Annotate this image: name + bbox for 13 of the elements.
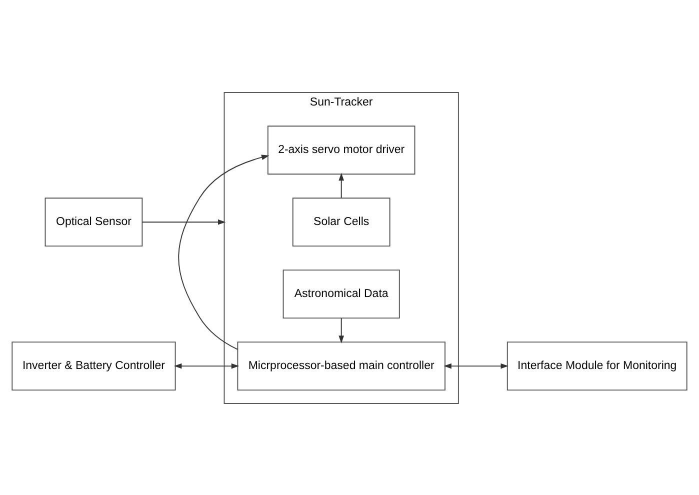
arrow: [338, 172, 344, 198]
arrow: [142, 218, 226, 224]
node-box: Optical Sensor: [44, 197, 143, 246]
arrow: [338, 317, 344, 343]
node-box: Interface Module for Monitoring: [506, 341, 688, 390]
node-box: 2-axis servo motor driver: [267, 125, 416, 174]
node-box: Astronomical Data: [282, 269, 400, 318]
node-box: Micrprocessor-based main controller: [237, 341, 446, 390]
arrow: [444, 362, 508, 368]
arrow: [174, 362, 240, 368]
node-box: Inverter & Battery Controller: [12, 341, 176, 390]
node-box: Solar Cells: [292, 197, 390, 246]
arrow: [178, 154, 270, 350]
